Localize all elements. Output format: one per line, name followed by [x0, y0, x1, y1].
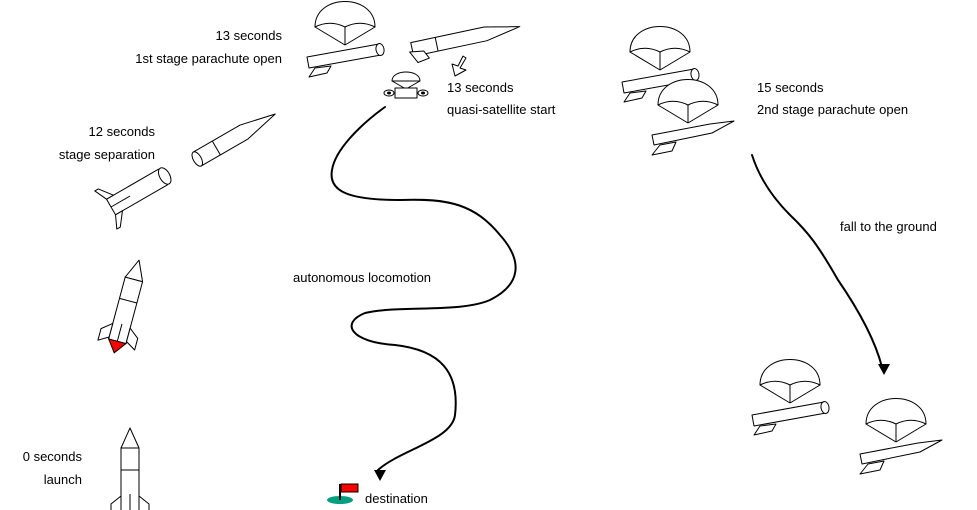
- stage1-parachute-icon: [306, 1, 386, 78]
- destination-flag-icon: [327, 483, 359, 504]
- launch-rocket-icon: [110, 427, 150, 510]
- fall-to-ground-path: [751, 154, 883, 368]
- stage2-parachute-icon: [651, 79, 735, 156]
- quasi-time-label: 13 seconds: [447, 80, 514, 95]
- landed-stage2-parachute-icon: [859, 398, 943, 475]
- autonomous-locomotion-path: [330, 106, 517, 471]
- quasi-event-label: quasi-satellite start: [447, 102, 556, 117]
- drifting-upper-stage-icon: [409, 26, 521, 64]
- flame-icon: [107, 338, 128, 354]
- fall-arrowhead-icon: [878, 364, 890, 375]
- landed-stage1-parachute-icon: [751, 359, 831, 436]
- lower-stage-rocket-icon: [94, 167, 172, 230]
- stage1-event-label: 1st stage parachute open: [135, 51, 282, 66]
- stage1-time-label: 13 seconds: [215, 28, 283, 43]
- separation-time-label: 12 seconds: [88, 124, 156, 139]
- stage2-time-label: 15 seconds: [757, 80, 824, 95]
- locomotion-arrowhead-icon: [374, 470, 386, 481]
- destination-label: destination: [365, 491, 428, 506]
- ascending-rocket-icon: [97, 254, 158, 354]
- quasi-satellite-icon: [383, 71, 429, 99]
- fall-label: fall to the ground: [840, 219, 937, 234]
- launch-time-label: 0 seconds: [22, 449, 82, 464]
- release-arrow-icon: [451, 55, 467, 77]
- locomotion-label: autonomous locomotion: [293, 270, 432, 285]
- separation-event-label: stage separation: [58, 147, 155, 162]
- stage2-event-label: 2nd stage parachute open: [757, 102, 909, 117]
- launch-event-label: launch: [43, 472, 82, 487]
- upper-stage-rocket-icon: [191, 113, 276, 167]
